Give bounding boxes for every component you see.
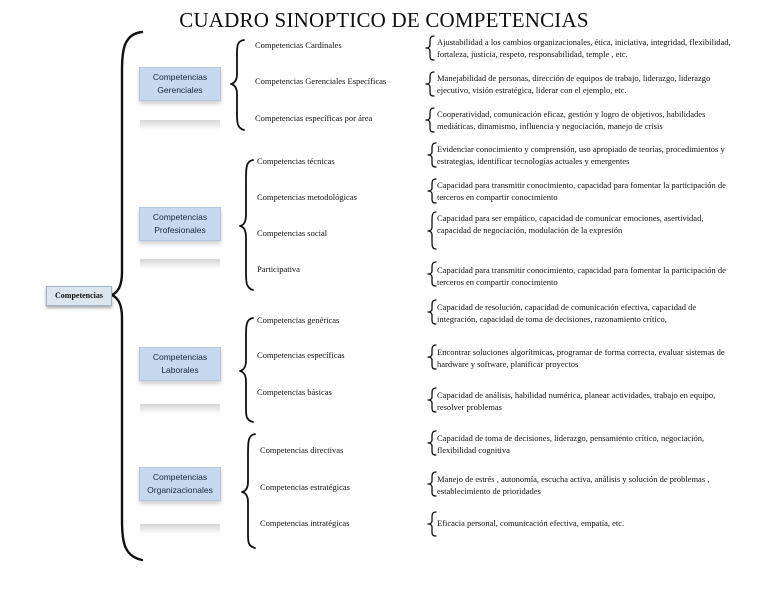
group-brace-laborales — [239, 317, 254, 423]
group-node-laborales: Competencias Laborales — [139, 347, 221, 381]
group-reflection — [140, 259, 220, 269]
item-description: Capacidad de resolución, capacidad de co… — [437, 302, 697, 324]
group-reflection — [140, 524, 220, 534]
item-label: Competencias social — [257, 228, 328, 238]
item-brace — [425, 35, 435, 61]
item-label: Competencias estratégicas — [260, 482, 350, 492]
item-description: Capacidad de análisis, habilidad numéric… — [437, 390, 716, 412]
item-description: Cooperatividad, comunicación eficaz, ges… — [437, 109, 706, 131]
item-description: Ajustabilidad a los cambios organizacion… — [437, 37, 731, 59]
item-label: Competencias directivas — [260, 445, 344, 455]
group-reflection — [140, 120, 220, 130]
item-brace — [427, 211, 437, 250]
item-label: Competencias básicas — [257, 387, 332, 397]
item-label: Competencias Gerenciales Específicas — [255, 76, 387, 86]
item-label: Competencias específicas por área — [255, 113, 373, 123]
group-brace-profesionales — [239, 159, 254, 291]
item-brace — [427, 511, 437, 537]
item-description: Capacidad para transmitir conocimiento, … — [437, 180, 726, 202]
item-label: Competencias Cardinales — [255, 40, 342, 50]
item-brace — [425, 71, 435, 97]
item-description: Manejo de estrés , autonomía, escucha ac… — [437, 474, 710, 496]
root-node: Competencias — [46, 286, 112, 306]
item-brace — [427, 142, 437, 168]
root-brace — [110, 30, 144, 562]
item-label: Competencias técnicas — [257, 156, 335, 166]
item-brace — [427, 261, 437, 287]
item-brace — [427, 471, 437, 497]
group-reflection — [140, 404, 220, 414]
item-description: Evidenciar conocimiento y comprensión, u… — [437, 144, 725, 166]
item-label: Competencias genéricas — [257, 315, 340, 325]
item-brace — [427, 178, 437, 204]
page-title: CUADRO SINOPTICO DE COMPETENCIAS — [179, 8, 589, 32]
item-description: Capacidad para ser empático, capacidad d… — [437, 213, 704, 235]
item-description: Capacidad para transmitir conocimiento, … — [437, 265, 726, 287]
item-label: Competencias específicas — [257, 350, 345, 360]
item-description: Capacidad de toma de decisiones, lideraz… — [437, 433, 705, 455]
item-label: Competencias metodológicas — [257, 192, 357, 202]
group-brace-organizacionales — [241, 433, 256, 549]
group-node-profesionales: Competencias Profesionales — [139, 207, 221, 241]
group-brace-gerenciales — [230, 39, 245, 131]
item-brace — [427, 387, 437, 413]
item-brace — [427, 344, 437, 370]
item-brace — [427, 430, 437, 456]
item-label: Competencias intratégicas — [260, 518, 350, 528]
item-description: Eficacia personal, comunicación efectiva… — [437, 518, 625, 528]
item-label: Participativa — [257, 264, 300, 274]
group-node-gerenciales: Competencias Gerenciales — [139, 67, 221, 101]
item-brace — [427, 299, 437, 325]
item-description: Encontrar soluciones algorítmicas, progr… — [437, 347, 725, 369]
item-brace — [425, 107, 435, 133]
group-node-organizacionales: Competencias Organizacionales — [139, 467, 221, 501]
item-description: Manejabilidad de personas, dirección de … — [437, 73, 711, 95]
